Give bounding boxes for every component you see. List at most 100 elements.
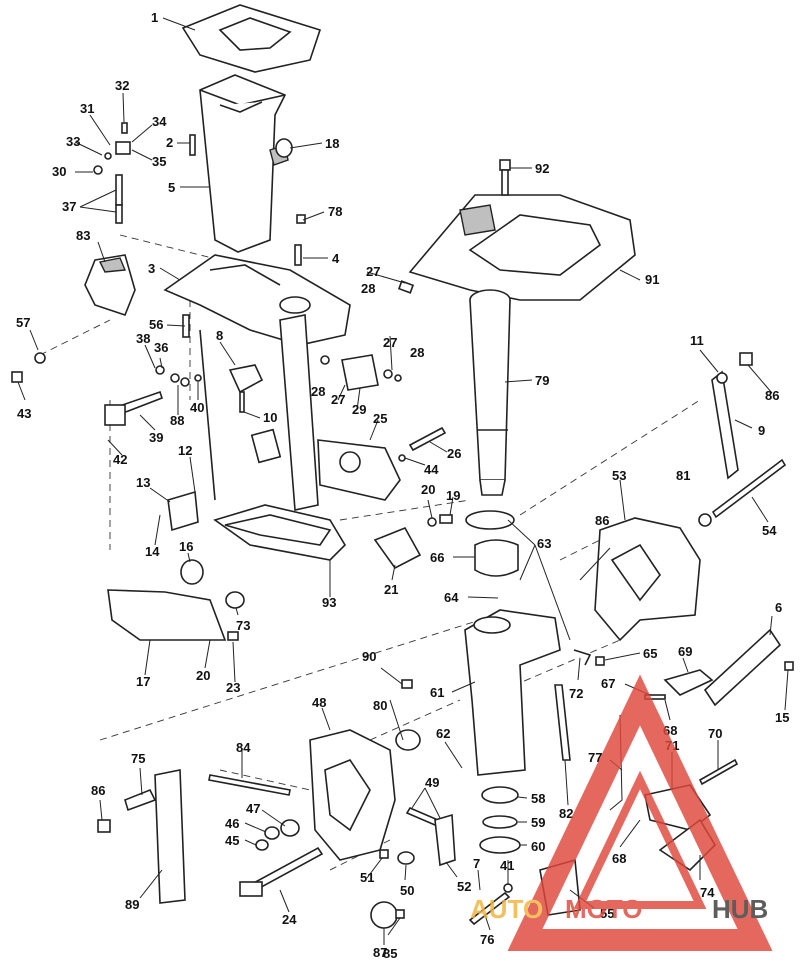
callout-90: 90 [362, 649, 376, 664]
callout-6: 6 [775, 600, 782, 615]
callout-47: 47 [246, 801, 260, 816]
callout-81: 81 [676, 468, 690, 483]
part-link-9 [711, 370, 739, 480]
part-studs-4-78 [294, 214, 306, 266]
part-plate-93 [213, 504, 347, 561]
callout-93: 93 [322, 595, 336, 610]
callout-88: 88 [170, 413, 184, 428]
part-steering-tube-79 [469, 289, 511, 496]
part-adapter-3 [163, 254, 351, 346]
part-bushing-80 [395, 729, 421, 751]
callout-14: 14 [145, 544, 160, 559]
callout-41: 41 [500, 858, 514, 873]
callout-85: 85 [383, 946, 397, 961]
callout-7: 7 [473, 856, 480, 871]
callout-11: 11 [690, 333, 704, 348]
part-clip-81 [698, 513, 712, 527]
callout-32: 32 [115, 78, 129, 93]
part-bracket-25 [317, 439, 401, 501]
part-clamp-bracket-53 [594, 517, 701, 642]
callout-55: 55 [600, 906, 614, 921]
callout-73: 73 [236, 618, 250, 633]
callout-4: 4 [332, 251, 340, 266]
watermark-triangle-outer [507, 674, 773, 951]
part-plate-52 [434, 813, 456, 867]
callout-27c: 27 [331, 392, 345, 407]
callout-66: 66 [430, 550, 444, 565]
watermark-triangle-inner [573, 770, 707, 909]
callout-26: 26 [447, 446, 461, 461]
part-bolt-84 [208, 774, 291, 796]
callout-64: 64 [444, 590, 459, 605]
callout-83: 83 [76, 228, 90, 243]
part-nut-85 [395, 909, 405, 919]
callout-43: 43 [17, 406, 31, 421]
callout-15: 15 [775, 710, 789, 725]
part-small-hardware-36-40 [155, 365, 202, 387]
part-spring-72 [573, 649, 605, 666]
watermark-logo: AUTO MOTO HUB [470, 674, 773, 951]
callout-76: 76 [480, 932, 494, 947]
callout-69: 69 [678, 644, 692, 659]
callout-27a: 27 [366, 264, 380, 279]
callout-40: 40 [190, 400, 204, 415]
watermark-text-moto: MOTO [565, 894, 643, 924]
part-rod-24 [239, 846, 324, 897]
part-rod-54 [711, 458, 787, 519]
part-bracket-83 [84, 254, 136, 316]
callout-31: 31 [80, 101, 94, 116]
watermark-text-auto: AUTO [470, 894, 543, 924]
part-grommets-27-28 [397, 280, 415, 294]
callout-21: 21 [384, 582, 398, 597]
callout-89: 89 [125, 897, 139, 912]
part-bracket-21 [373, 526, 422, 570]
callout-51: 51 [360, 870, 374, 885]
callout-92: 92 [535, 161, 549, 176]
callout-61: 61 [430, 685, 444, 700]
callout-34: 34 [152, 114, 167, 129]
part-plate-12 [250, 428, 282, 464]
callout-13: 13 [136, 475, 150, 490]
callout-24: 24 [282, 912, 297, 927]
callout-25: 25 [373, 411, 387, 426]
callout-35: 35 [152, 154, 166, 169]
part-bolt-86-top [716, 352, 753, 384]
part-washer-57 [34, 352, 46, 364]
part-bolt-26 [408, 426, 447, 452]
watermark-text-hub: HUB [712, 894, 768, 924]
part-grommet-73 [225, 591, 245, 609]
part-pin-76 [468, 891, 511, 926]
part-lever-69 [663, 669, 714, 696]
part-bolt-92 [499, 159, 511, 196]
part-ring-63 [465, 510, 515, 530]
callout-36: 36 [154, 340, 168, 355]
part-exhaust-tube [199, 314, 319, 511]
callout-17: 17 [136, 674, 150, 689]
callout-53: 53 [612, 468, 626, 483]
part-spring-82 [554, 684, 571, 761]
callout-86c: 86 [765, 388, 779, 403]
callout-59: 59 [531, 815, 545, 830]
callout-91: 91 [645, 272, 659, 287]
callout-16: 16 [179, 539, 193, 554]
callout-30: 30 [52, 164, 66, 179]
callout-75: 75 [131, 751, 145, 766]
callout-63: 63 [537, 536, 551, 551]
callout-39: 39 [149, 430, 163, 445]
callout-29: 29 [352, 402, 366, 417]
callout-56: 56 [149, 317, 163, 332]
callout-48: 48 [312, 695, 326, 710]
callout-50: 50 [400, 883, 414, 898]
callout-84: 84 [236, 740, 251, 755]
part-swivel-bracket-61 [464, 609, 561, 776]
callout-86b: 86 [595, 513, 609, 528]
callout-1: 1 [151, 10, 158, 25]
callout-2: 2 [166, 135, 173, 150]
callout-82: 82 [559, 806, 573, 821]
callout-60: 60 [531, 839, 545, 854]
callout-28a: 28 [361, 281, 375, 296]
part-washers-45-47 [255, 819, 300, 851]
callout-49: 49 [425, 775, 439, 790]
callout-28b: 28 [410, 345, 424, 360]
